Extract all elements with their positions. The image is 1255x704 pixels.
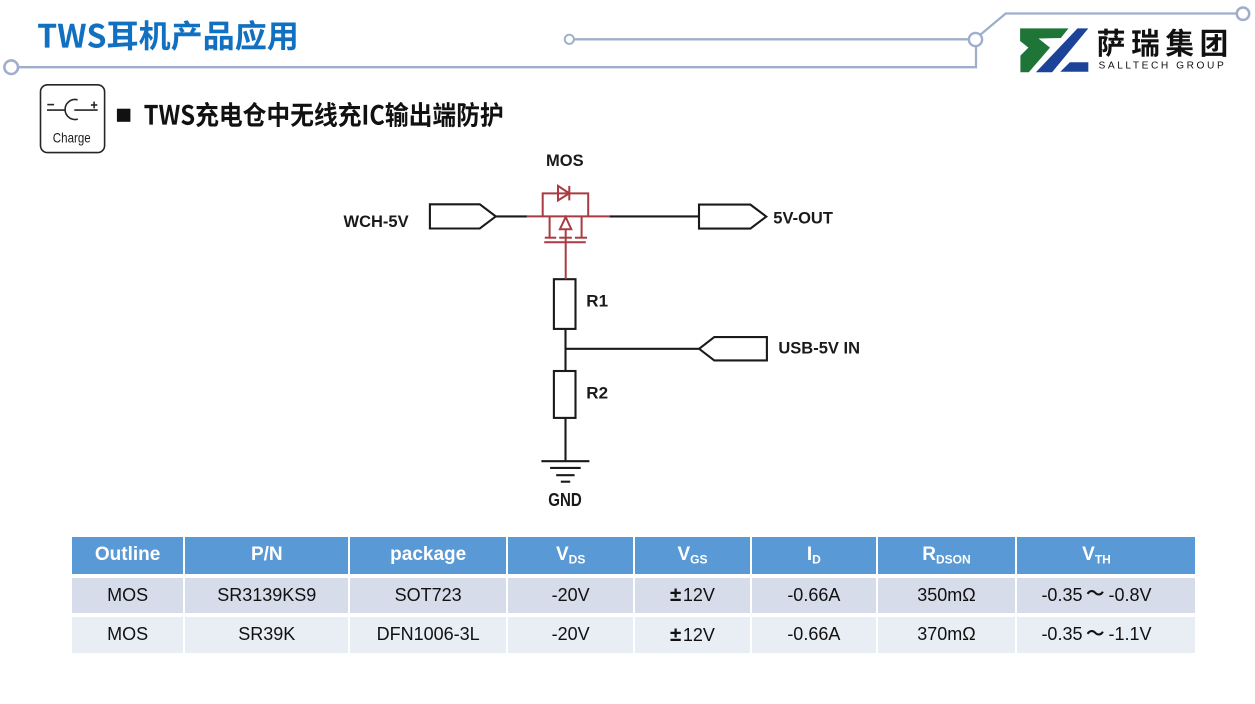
svg-text:MOS: MOS (546, 152, 584, 170)
svg-text:GND: GND (548, 489, 582, 510)
svg-text:5V-OUT: 5V-OUT (773, 209, 833, 227)
svg-text:R2: R2 (586, 383, 608, 402)
svg-text:SALLTECH GROUP: SALLTECH GROUP (1099, 61, 1227, 72)
svg-text:WCH-5V: WCH-5V (344, 213, 409, 231)
svg-text:USB-5V IN: USB-5V IN (778, 339, 860, 357)
svg-text:Charge: Charge (53, 131, 91, 146)
svg-text:R1: R1 (586, 292, 608, 311)
